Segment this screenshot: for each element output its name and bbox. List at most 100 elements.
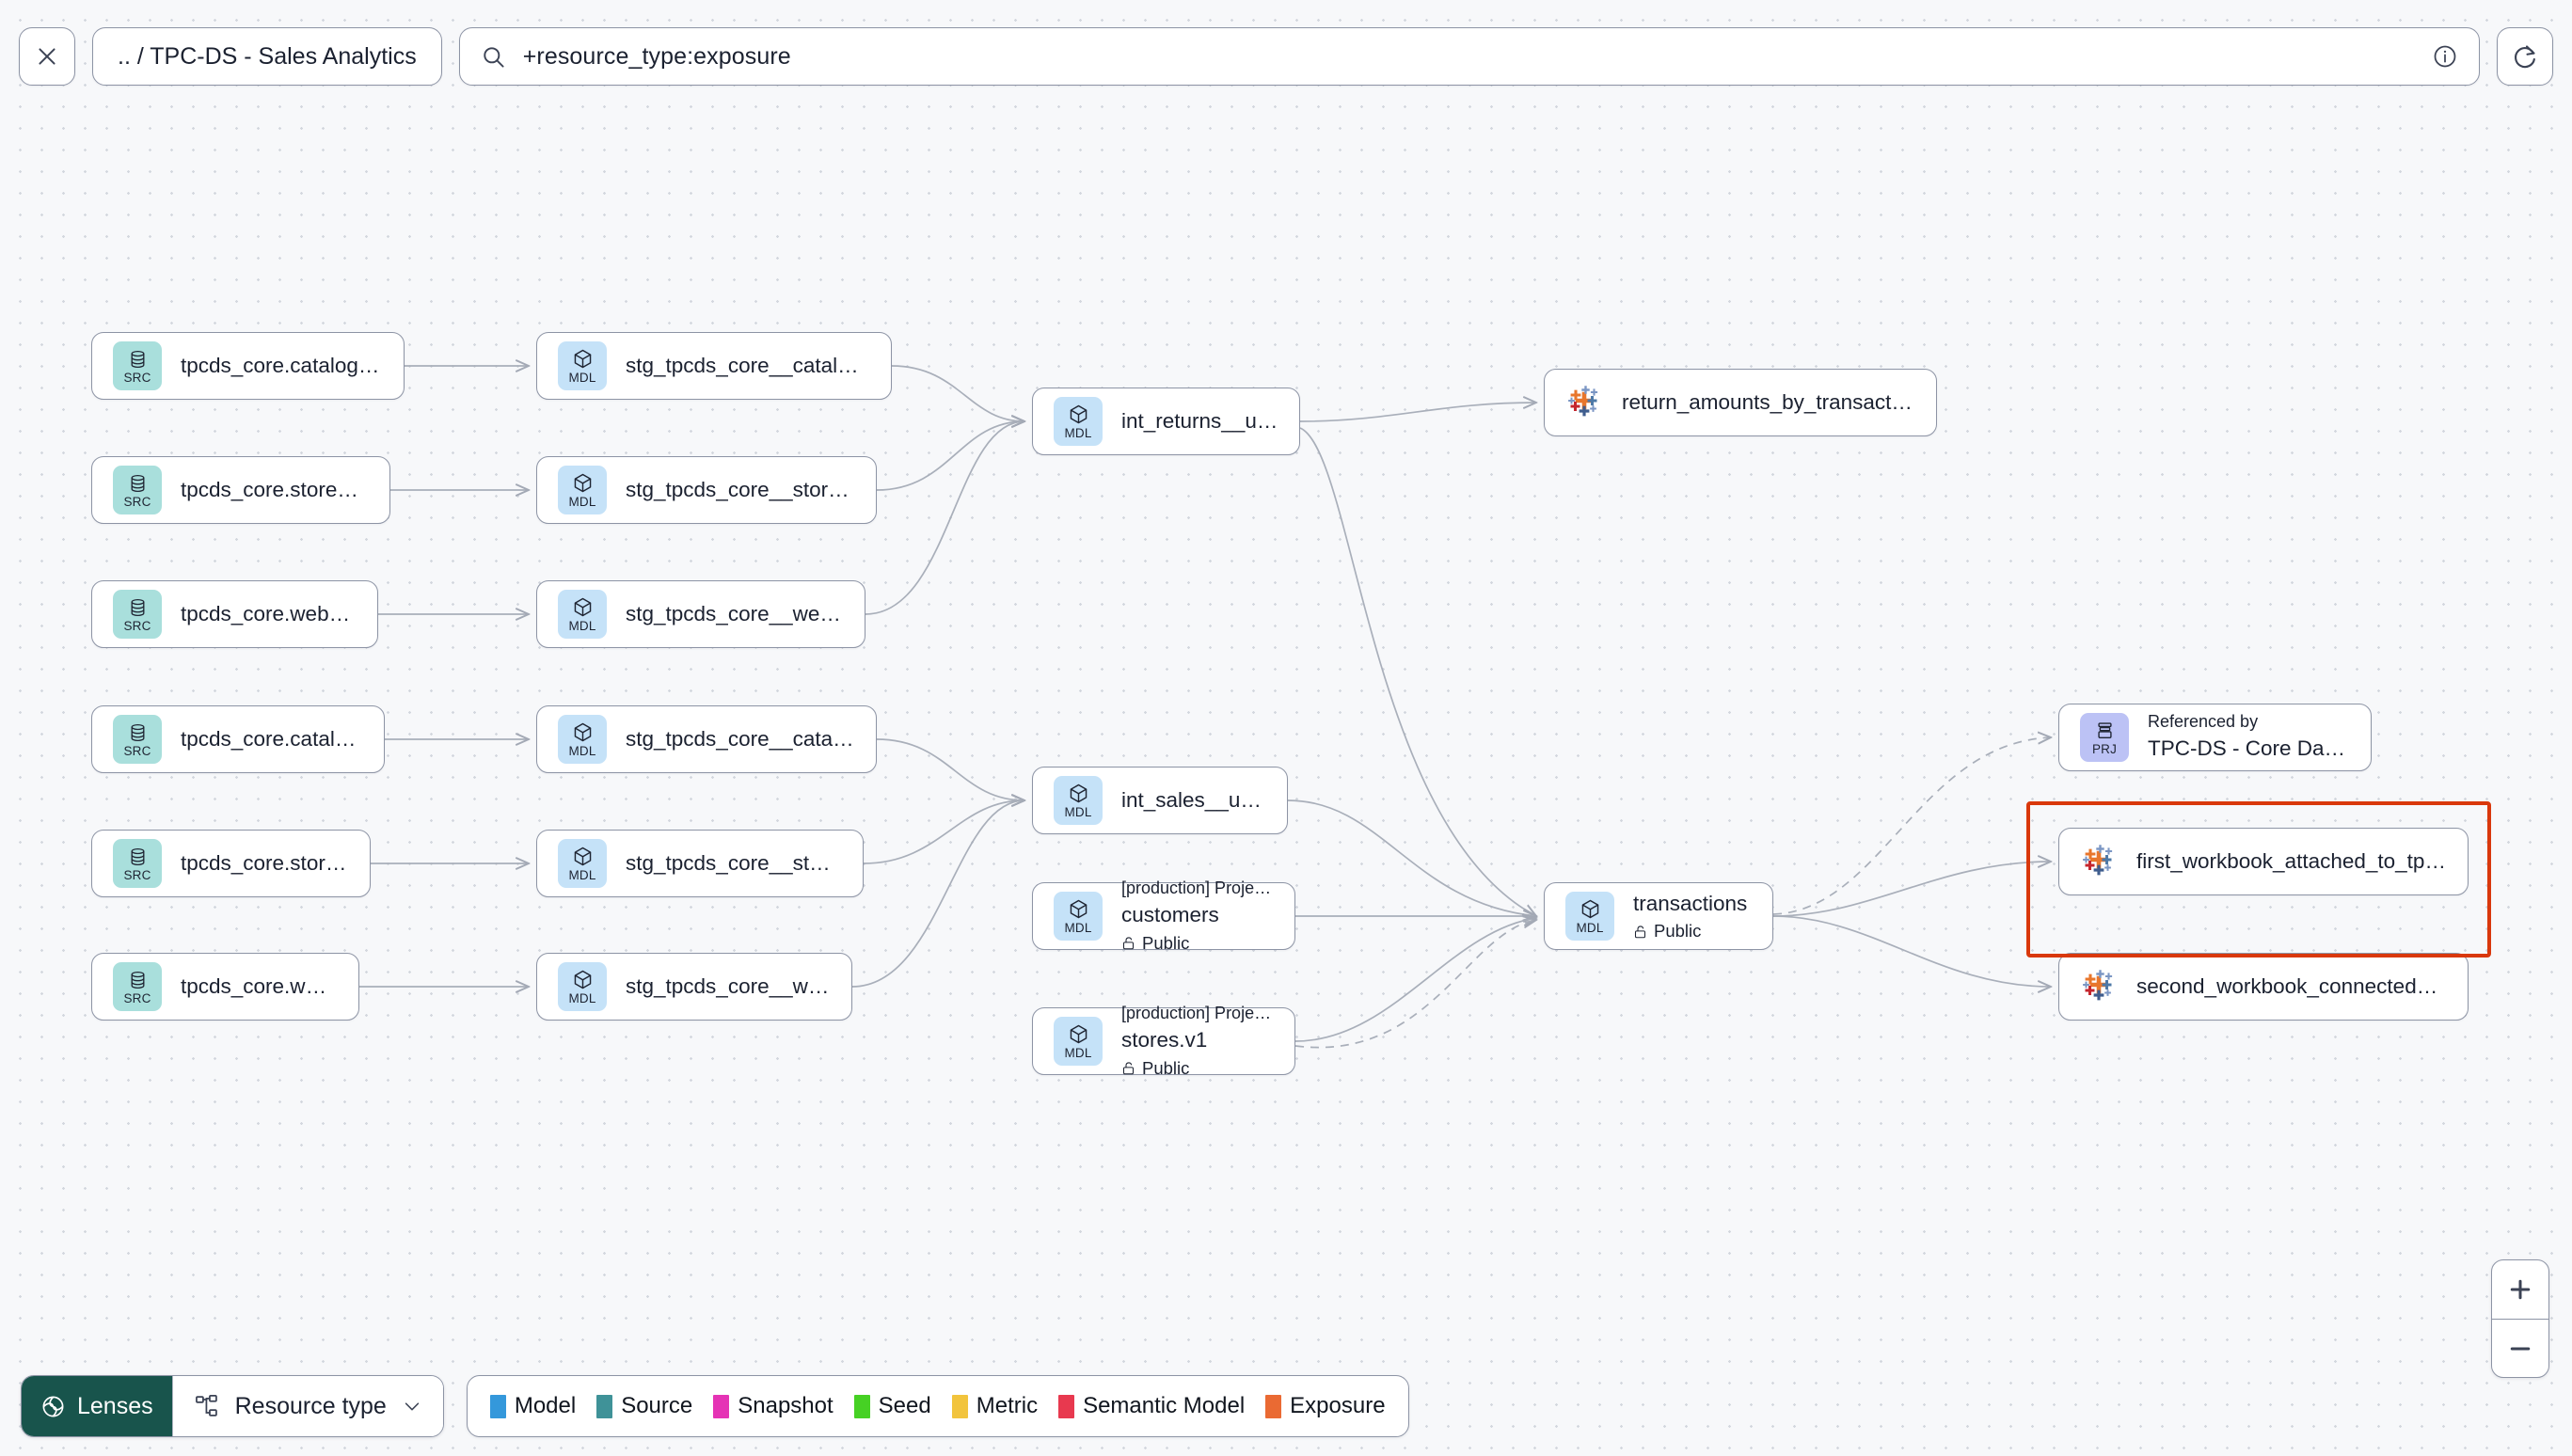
graph-node-src_catalog_sales[interactable]: SRC tpcds_core.catalog_sales <box>91 705 385 773</box>
legend-label: Seed <box>878 1393 931 1418</box>
graph-node-stg_web_returns[interactable]: MDL stg_tpcds_core__web_returns <box>536 580 865 648</box>
lenses-icon <box>40 1394 66 1419</box>
node-body: return_amounts_by_transaction_type <box>1622 389 1915 416</box>
graph-node-exp_first_workbook[interactable]: first_workbook_attached_to_tpc-ds_-_… <box>2058 828 2469 895</box>
node-body: int_returns__unioned <box>1121 408 1278 435</box>
node-label: second_workbook_connected_to_live… <box>2136 973 2447 998</box>
breadcrumb-label: .. / TPC-DS - Sales Analytics <box>118 42 417 70</box>
node-body: tpcds_core.catalog_sales <box>181 726 363 752</box>
node-label: stg_tpcds_core__store_returns <box>626 477 855 501</box>
resource-type-dropdown[interactable]: Resource type <box>171 1376 443 1436</box>
model-badge-icon: MDL <box>558 962 607 1011</box>
graph-node-mdl_stores[interactable]: MDL[production] Project: TPC-DS - Core D… <box>1032 1004 1295 1078</box>
node-access-label: Public <box>1142 932 1190 953</box>
node-label: stg_tpcds_core__catalog_sales <box>626 726 855 751</box>
zoom-out-button[interactable] <box>2492 1319 2548 1377</box>
legend-item[interactable]: Seed <box>853 1393 931 1419</box>
node-body: stg_tpcds_core__web_sales <box>626 973 831 1000</box>
model-badge-icon: MDL <box>558 590 607 639</box>
node-label: tpcds_core.store_sales <box>181 850 349 875</box>
node-label: stg_tpcds_core__catalog_returns <box>626 353 870 377</box>
graph-node-exp_return_amounts[interactable]: return_amounts_by_transaction_type <box>1544 369 1937 436</box>
node-body: [production] Project: TPC-DS - Core Data… <box>1121 878 1274 953</box>
source-badge-icon: SRC <box>113 466 162 514</box>
lenses-group: Lenses Resource type <box>21 1375 444 1437</box>
model-badge-icon: MDL <box>558 715 607 764</box>
graph-node-src_web_returns[interactable]: SRC tpcds_core.web_returns <box>91 580 378 648</box>
legend-item[interactable]: Source <box>596 1393 692 1419</box>
node-body: stg_tpcds_core__store_returns <box>626 477 855 503</box>
legend-label: Source <box>621 1393 693 1418</box>
legend-color-swatch <box>596 1394 613 1418</box>
node-body: stg_tpcds_core__store_sales <box>626 850 842 877</box>
search-bar[interactable]: +resource_type:exposure <box>458 27 2480 86</box>
lenses-button[interactable]: Lenses <box>22 1376 172 1436</box>
graph-node-mdl_customers[interactable]: MDL[production] Project: TPC-DS - Core D… <box>1032 878 1295 953</box>
node-label: first_workbook_attached_to_tpc-ds_-_… <box>2136 848 2447 873</box>
node-label: return_amounts_by_transaction_type <box>1622 389 1915 414</box>
graph-node-exp_second_workbook[interactable]: second_workbook_connected_to_live… <box>2058 953 2469 1021</box>
node-label: stores.v1 <box>1121 1028 1208 1052</box>
graph-node-stg_catalog_sales[interactable]: MDL stg_tpcds_core__catalog_sales <box>536 705 877 773</box>
legend-color-swatch <box>951 1394 968 1418</box>
legend-color-swatch <box>713 1394 730 1418</box>
legend-label: Exposure <box>1290 1393 1386 1418</box>
model-badge-icon: MDL <box>1054 776 1103 825</box>
node-label: tpcds_core.web_sales <box>181 973 338 998</box>
close-button[interactable] <box>19 27 75 86</box>
close-icon <box>35 44 59 69</box>
legend-color-swatch <box>1058 1394 1075 1418</box>
legend-item[interactable]: Metric <box>951 1393 1039 1419</box>
legend-label: Model <box>514 1393 577 1418</box>
legend-item[interactable]: Snapshot <box>713 1393 834 1419</box>
graph-node-stg_web_sales[interactable]: MDL stg_tpcds_core__web_sales <box>536 953 852 1021</box>
resource-type-legend: Model Source Snapshot Seed Metric Semantic Mo… <box>466 1375 1409 1437</box>
node-access-label: Public <box>1142 1057 1190 1078</box>
refresh-button[interactable] <box>2497 27 2553 86</box>
node-body: tpcds_core.web_returns <box>181 601 357 627</box>
node-label: stg_tpcds_core__web_returns <box>626 601 844 625</box>
lenses-label: Lenses <box>77 1392 153 1419</box>
source-badge-icon: SRC <box>113 590 162 639</box>
graph-node-src_store_returns[interactable]: SRC tpcds_core.store_returns <box>91 456 390 524</box>
node-access-label: Public <box>1654 921 1702 942</box>
zoom-in-button[interactable] <box>2492 1260 2548 1319</box>
graph-node-stg_catalog_returns[interactable]: MDL stg_tpcds_core__catalog_returns <box>536 332 892 400</box>
node-body: first_workbook_attached_to_tpc-ds_-_… <box>2136 848 2447 875</box>
node-body: tpcds_core.store_sales <box>181 850 349 877</box>
legend-item[interactable]: Model <box>489 1393 577 1419</box>
node-label: tpcds_core.store_returns <box>181 477 369 501</box>
model-badge-icon: MDL <box>558 341 607 390</box>
resource-type-label: Resource type <box>234 1392 387 1419</box>
project-badge-icon: PRJ <box>2080 713 2129 762</box>
node-subtitle: [production] Project: TPC-DS - Core Data… <box>1121 878 1274 898</box>
legend-item[interactable]: Semantic Model <box>1058 1393 1245 1419</box>
legend-label: Metric <box>976 1393 1039 1418</box>
resource-type-icon <box>194 1393 220 1419</box>
node-label: tpcds_core.web_returns <box>181 601 357 625</box>
legend-item[interactable]: Exposure <box>1265 1393 1386 1419</box>
model-badge-icon: MDL <box>1565 892 1614 941</box>
breadcrumb[interactable]: .. / TPC-DS - Sales Analytics <box>92 27 442 86</box>
node-body: stg_tpcds_core__catalog_returns <box>626 353 870 379</box>
bottom-toolbar: Lenses Resource type <box>21 1375 1409 1437</box>
search-input[interactable]: +resource_type:exposure <box>522 42 791 70</box>
source-badge-icon: SRC <box>113 715 162 764</box>
source-badge-icon: SRC <box>113 341 162 390</box>
node-body: stg_tpcds_core__catalog_sales <box>626 726 855 752</box>
info-icon[interactable] <box>2432 43 2458 70</box>
node-access: Public <box>1121 1058 1274 1079</box>
